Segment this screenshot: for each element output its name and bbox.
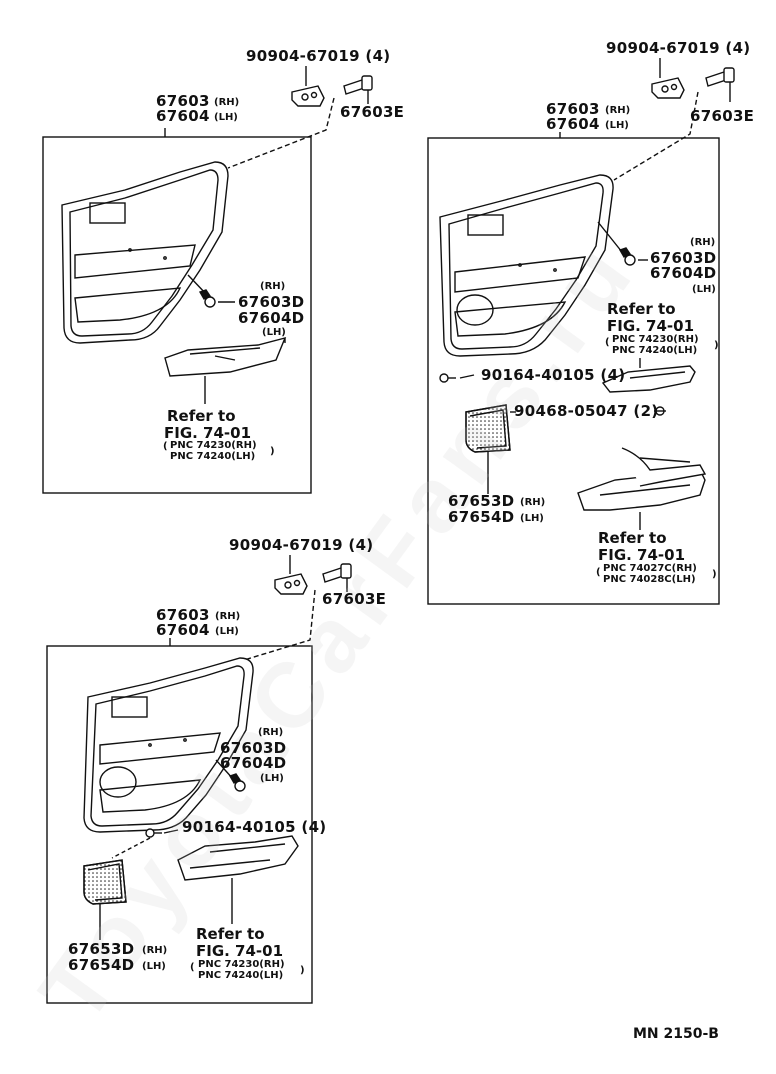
side-label-rh: (RH): [215, 611, 241, 622]
armrest-icon: [164, 336, 287, 404]
side-label-rh: (RH): [258, 727, 284, 738]
part-number-90904: 90904-67019 (4): [606, 39, 751, 57]
pnc-bracket-close: ): [300, 965, 305, 976]
speaker-grille-icon: [465, 404, 516, 494]
fig-reference: FIG. 74-01: [607, 317, 695, 335]
pnc-reference: PNC 74027C(RH): [603, 563, 697, 574]
part-number-90468: 90468-05047 (2): [514, 402, 659, 420]
part-number-90904: 90904-67019 (4): [246, 47, 391, 65]
pnc-bracket-open: (: [163, 441, 168, 452]
speaker-grille-icon: [83, 859, 127, 940]
part-number-67604d: 67604D: [220, 754, 287, 772]
clip-90904-icon: [291, 66, 325, 107]
part-number-67603: 67603: [156, 92, 210, 110]
side-label-lh: (LH): [142, 961, 166, 972]
side-label-rh: (RH): [690, 237, 716, 248]
side-label-rh: (RH): [214, 97, 240, 108]
armrest-icon: [177, 835, 299, 924]
clip-90468-icon: [654, 406, 666, 416]
door-trim-board-icon: [61, 161, 229, 344]
refer-to-text: Refer to: [598, 529, 667, 547]
side-label-lh: (LH): [520, 513, 544, 524]
pnc-reference: PNC 74240(LH): [170, 451, 256, 462]
screw-90164-icon: [439, 373, 475, 383]
part-number-67603d: 67603D: [650, 249, 717, 267]
part-number-67603e: 67603E: [340, 103, 405, 121]
refer-to-text: Refer to: [607, 300, 676, 318]
refer-to-text: Refer to: [196, 925, 265, 943]
part-number-67604: 67604: [546, 115, 600, 133]
armrest-icon: [601, 358, 696, 393]
panel-c: [46, 555, 352, 1004]
panel-b: [427, 58, 735, 605]
side-label-lh: (LH): [260, 773, 284, 784]
part-number-67603: 67603: [156, 606, 210, 624]
part-number-67603: 67603: [546, 100, 600, 118]
side-label-lh: (LH): [214, 112, 238, 123]
clip-67603d-icon: [215, 759, 246, 792]
clip-67603d-icon: [187, 274, 235, 308]
door-trim-board-icon: [439, 174, 614, 357]
screw-67603e-icon: [705, 67, 735, 102]
side-label-rh: (RH): [520, 497, 546, 508]
side-label-rh: (RH): [605, 105, 631, 116]
door-trim-board-icon: [83, 657, 254, 833]
panel-a-frame: [42, 136, 312, 494]
pnc-bracket-open: (: [190, 962, 195, 973]
part-number-67603e: 67603E: [690, 107, 755, 125]
part-number-67653d: 67653D: [68, 940, 135, 958]
part-number-67604: 67604: [156, 107, 210, 125]
pnc-bracket-open: (: [596, 567, 601, 578]
part-number-67653d: 67653D: [448, 492, 515, 510]
pnc-reference: PNC 74230(RH): [198, 959, 285, 970]
part-number-67603e: 67603E: [322, 590, 387, 608]
pnc-bracket-close: ): [714, 340, 719, 351]
pnc-reference: PNC 74028C(LH): [603, 574, 696, 585]
panel-b-frame: [427, 137, 720, 605]
pnc-reference: PNC 74230(RH): [170, 440, 257, 451]
pnc-reference: PNC 74230(RH): [612, 334, 699, 345]
panel-c-frame: [46, 645, 313, 1004]
part-number-67654d: 67654D: [68, 956, 135, 974]
clip-90904-icon: [274, 555, 308, 595]
panel-a: [42, 66, 373, 494]
screw-90164-icon: [111, 828, 179, 859]
clip-90904-icon: [651, 58, 685, 99]
armrest-pull-handle-icon: [577, 447, 707, 530]
side-label-rh: (RH): [142, 945, 168, 956]
leader-dashed: [613, 91, 699, 181]
part-number-90164: 90164-40105 (4): [481, 366, 626, 384]
part-number-67603d: 67603D: [220, 739, 287, 757]
screw-67603e-icon: [343, 75, 373, 104]
part-number-67654d: 67654D: [448, 508, 515, 526]
part-number-67604d: 67604D: [650, 264, 717, 282]
fig-reference: FIG. 74-01: [598, 546, 686, 564]
side-label-rh: (RH): [260, 281, 286, 292]
side-label-lh: (LH): [692, 284, 716, 295]
leader-dashed: [243, 589, 316, 661]
document-code: MN 2150-B: [633, 1026, 719, 1042]
part-number-90164: 90164-40105 (4): [182, 818, 327, 836]
refer-to-text: Refer to: [167, 407, 236, 425]
leader-dashed: [227, 97, 335, 169]
fig-reference: FIG. 74-01: [164, 424, 252, 442]
side-label-lh: (LH): [262, 327, 286, 338]
part-number-67604: 67604: [156, 621, 210, 639]
clip-67603d-icon: [597, 221, 648, 266]
part-number-67604d: 67604D: [238, 309, 305, 327]
pnc-reference: PNC 74240(LH): [612, 345, 698, 356]
part-number-90904: 90904-67019 (4): [229, 536, 374, 554]
fig-reference: FIG. 74-01: [196, 942, 284, 960]
pnc-bracket-close: ): [270, 446, 275, 457]
part-number-67603d: 67603D: [238, 293, 305, 311]
pnc-bracket-close: ): [712, 569, 717, 580]
screw-67603e-icon: [322, 563, 352, 592]
pnc-bracket-open: (: [605, 337, 610, 348]
side-label-lh: (LH): [215, 626, 239, 637]
side-label-lh: (LH): [605, 120, 629, 131]
pnc-reference: PNC 74240(LH): [198, 970, 284, 981]
